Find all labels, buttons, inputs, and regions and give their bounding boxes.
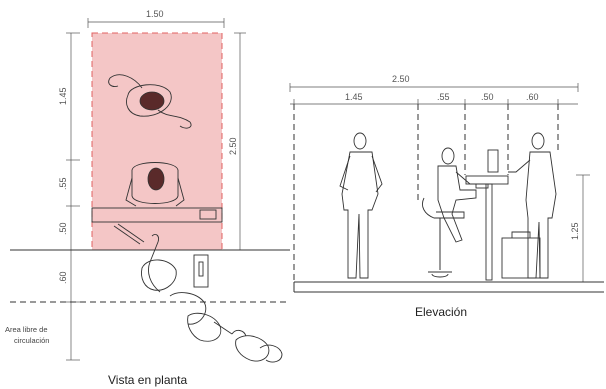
elev-person-standing — [339, 132, 383, 279]
head-icon — [139, 91, 165, 111]
plan-dim-60: .60 — [58, 271, 68, 284]
elev-dim-55: .55 — [437, 92, 450, 102]
head-icon — [147, 167, 165, 191]
plan-dim-total: 2.50 — [228, 137, 238, 155]
elev-dim-145: 1.45 — [345, 92, 363, 102]
elev-dim-total: 2.50 — [392, 74, 410, 84]
elev-counter — [465, 149, 509, 281]
free-area-label-2: circulación — [14, 336, 49, 345]
free-area-label-1: Area libre de — [5, 325, 48, 334]
elev-briefcase — [501, 231, 541, 279]
elev-caption: Elevación — [415, 305, 467, 319]
plan-view: 1.50 1.45 .55 .50 .60 Area libre de circ… — [5, 9, 290, 387]
plan-dim-55: .55 — [58, 177, 68, 190]
plan-person-top — [108, 74, 192, 129]
plan-dim-50: .50 — [58, 222, 68, 235]
plan-lower-figures — [113, 223, 283, 363]
elev-dim-50: .50 — [481, 92, 494, 102]
plan-person-seated — [125, 162, 185, 207]
elevation-view: 2.50 1.45 .55 .50 .60 1.25 — [289, 74, 604, 319]
elev-dim-height: 1.25 — [570, 222, 580, 240]
elev-person-right — [508, 132, 557, 279]
plan-caption: Vista en planta — [108, 373, 187, 387]
accessible-zone — [91, 32, 223, 251]
plan-dim-width: 1.50 — [146, 9, 164, 19]
elev-dim-60: .60 — [526, 92, 539, 102]
elev-person-seated — [422, 147, 480, 278]
plan-dim-145: 1.45 — [58, 87, 68, 105]
